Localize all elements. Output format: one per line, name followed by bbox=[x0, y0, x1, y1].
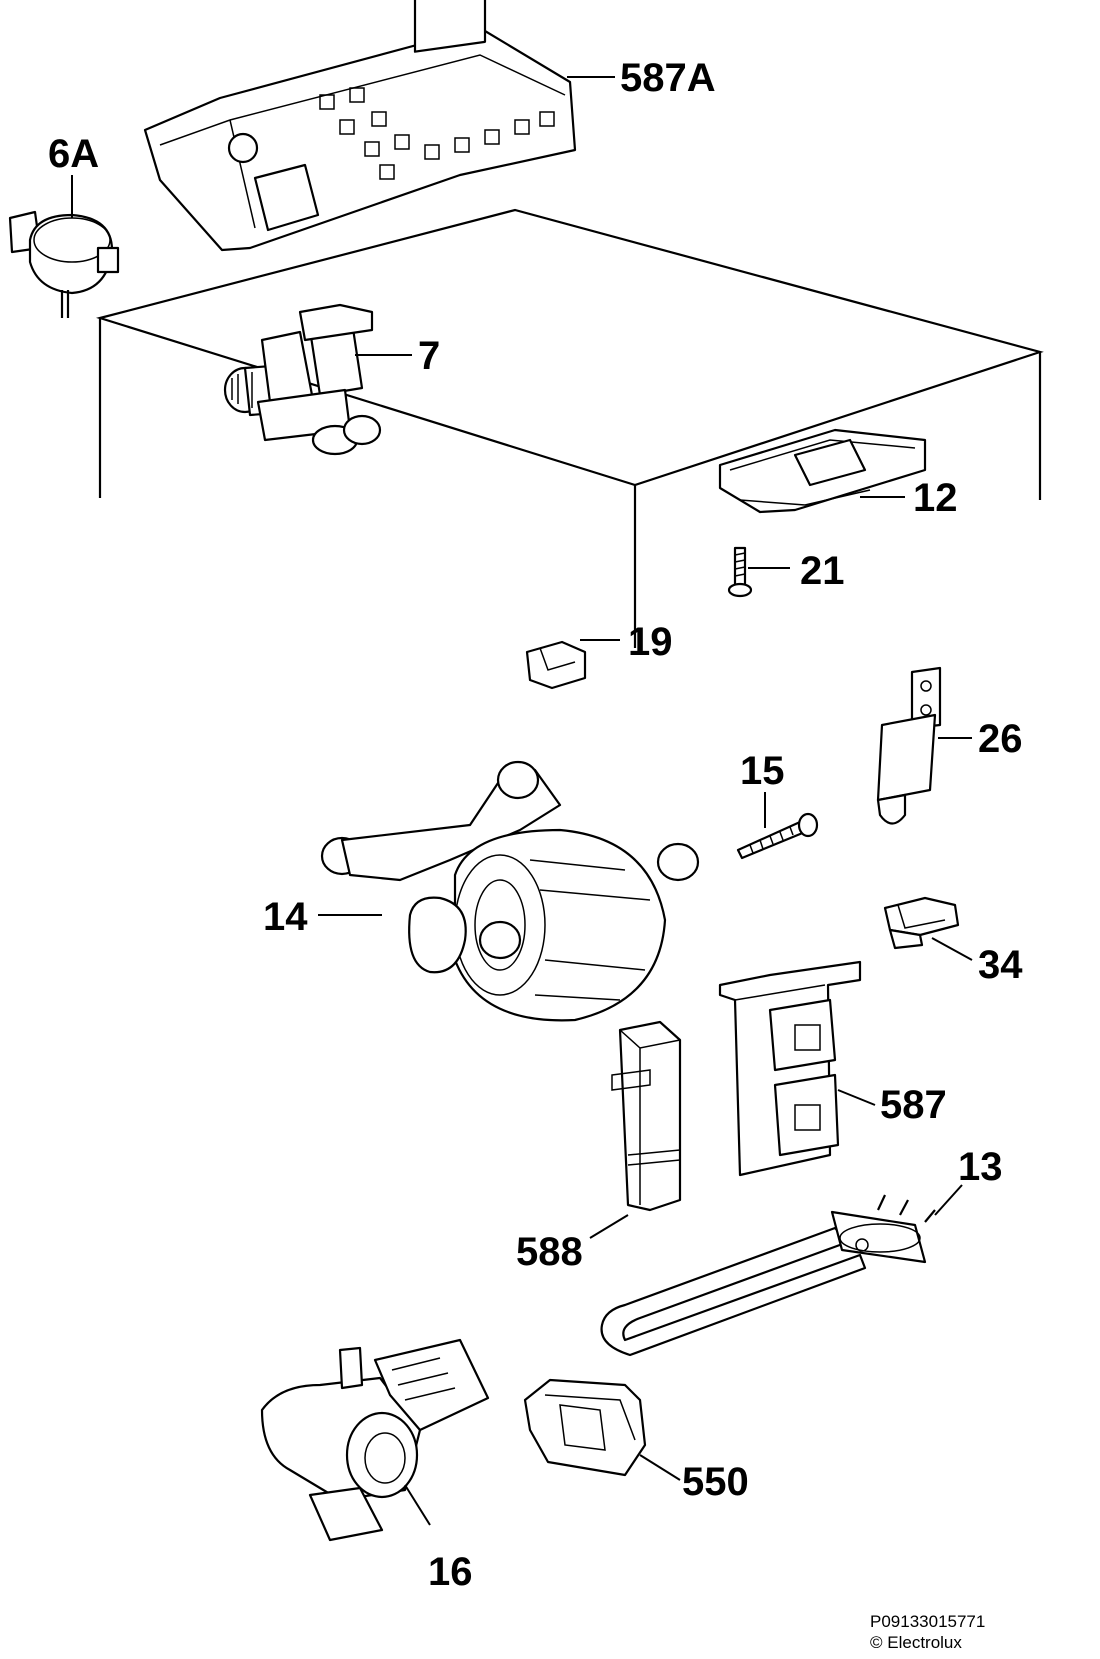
label-26: 26 bbox=[978, 717, 1023, 761]
label-19: 19 bbox=[628, 620, 673, 664]
label-13: 13 bbox=[958, 1145, 1003, 1189]
label-550: 550 bbox=[682, 1460, 749, 1504]
label-16: 16 bbox=[428, 1550, 473, 1594]
part-26-drawing bbox=[876, 666, 942, 825]
label-14: 14 bbox=[263, 895, 308, 939]
part-587-drawing bbox=[718, 960, 862, 1177]
part-13-drawing bbox=[600, 1194, 936, 1357]
part-15-drawing bbox=[736, 812, 819, 860]
label-7: 7 bbox=[418, 334, 440, 378]
label-34: 34 bbox=[978, 943, 1023, 987]
part-6a-drawing bbox=[8, 210, 120, 318]
part-550-drawing bbox=[523, 1378, 647, 1477]
part-34-drawing bbox=[883, 896, 960, 950]
label-12: 12 bbox=[913, 476, 958, 520]
document-code: P09133015771 bbox=[870, 1612, 985, 1631]
part-587a-drawing bbox=[143, 0, 577, 252]
copyright-notice: © Electrolux bbox=[870, 1633, 962, 1652]
part-12-drawing bbox=[718, 428, 927, 514]
part-7-drawing bbox=[223, 303, 382, 456]
cabinet-outline bbox=[96, 208, 1044, 648]
label-15: 15 bbox=[740, 749, 785, 793]
part-14-drawing bbox=[320, 760, 700, 1022]
label-588: 588 bbox=[516, 1230, 583, 1274]
label-21: 21 bbox=[800, 549, 845, 593]
part-19-drawing bbox=[525, 640, 587, 690]
part-16-drawing bbox=[260, 1338, 490, 1542]
label-6a: 6A bbox=[48, 132, 99, 176]
part-588-drawing bbox=[611, 1020, 682, 1212]
label-587: 587 bbox=[880, 1083, 947, 1127]
label-587a: 587A bbox=[620, 56, 716, 100]
part-21-drawing bbox=[727, 546, 753, 598]
